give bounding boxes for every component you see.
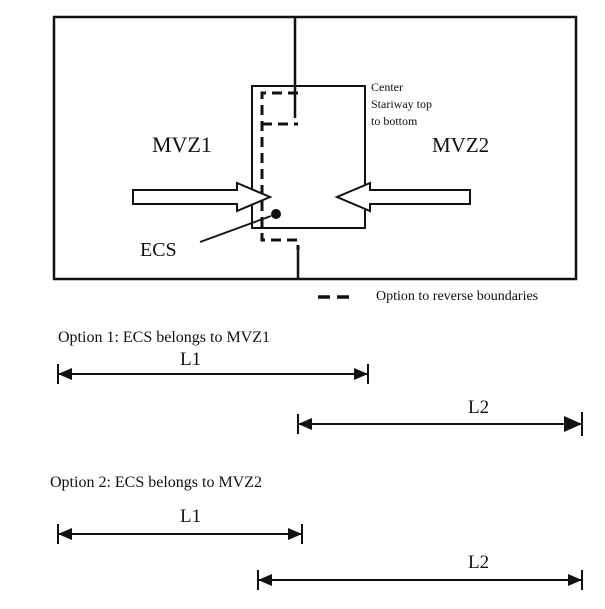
legend-label: Option to reverse boundaries <box>376 289 539 304</box>
option1-l2-label: L2 <box>468 397 490 418</box>
option1-l2-dimension <box>297 412 583 436</box>
option2-l1-dimension <box>57 524 303 544</box>
option2-l2-dimension <box>257 570 583 590</box>
option2-l2-label: L2 <box>468 552 490 573</box>
ecs-dot <box>271 209 281 219</box>
arrow-from-mvz2 <box>334 181 471 213</box>
stairway-note-line1: Center <box>371 80 403 94</box>
ecs-pointer-line <box>199 215 272 243</box>
ecs-label: ECS <box>140 239 177 261</box>
option1-l1-dimension <box>57 364 369 384</box>
option2-l1-label: L1 <box>180 506 202 527</box>
zone-left-label: MVZ1 <box>152 132 212 157</box>
option2-caption: Option 2: ECS belongs to MVZ2 <box>50 474 263 491</box>
zone-right-label: MVZ2 <box>432 133 490 157</box>
stairway-note-line3: to bottom <box>371 114 418 128</box>
option1-l1-label: L1 <box>180 349 202 370</box>
stairway-note-line2: Stariway top <box>371 97 432 111</box>
building-outline <box>52 15 578 281</box>
alternate-boundary-dashed <box>260 91 300 250</box>
stairway-box <box>251 85 366 229</box>
option1-caption: Option 1: ECS belongs to MVZ1 <box>58 329 271 346</box>
arrow-from-mvz1 <box>132 181 273 213</box>
